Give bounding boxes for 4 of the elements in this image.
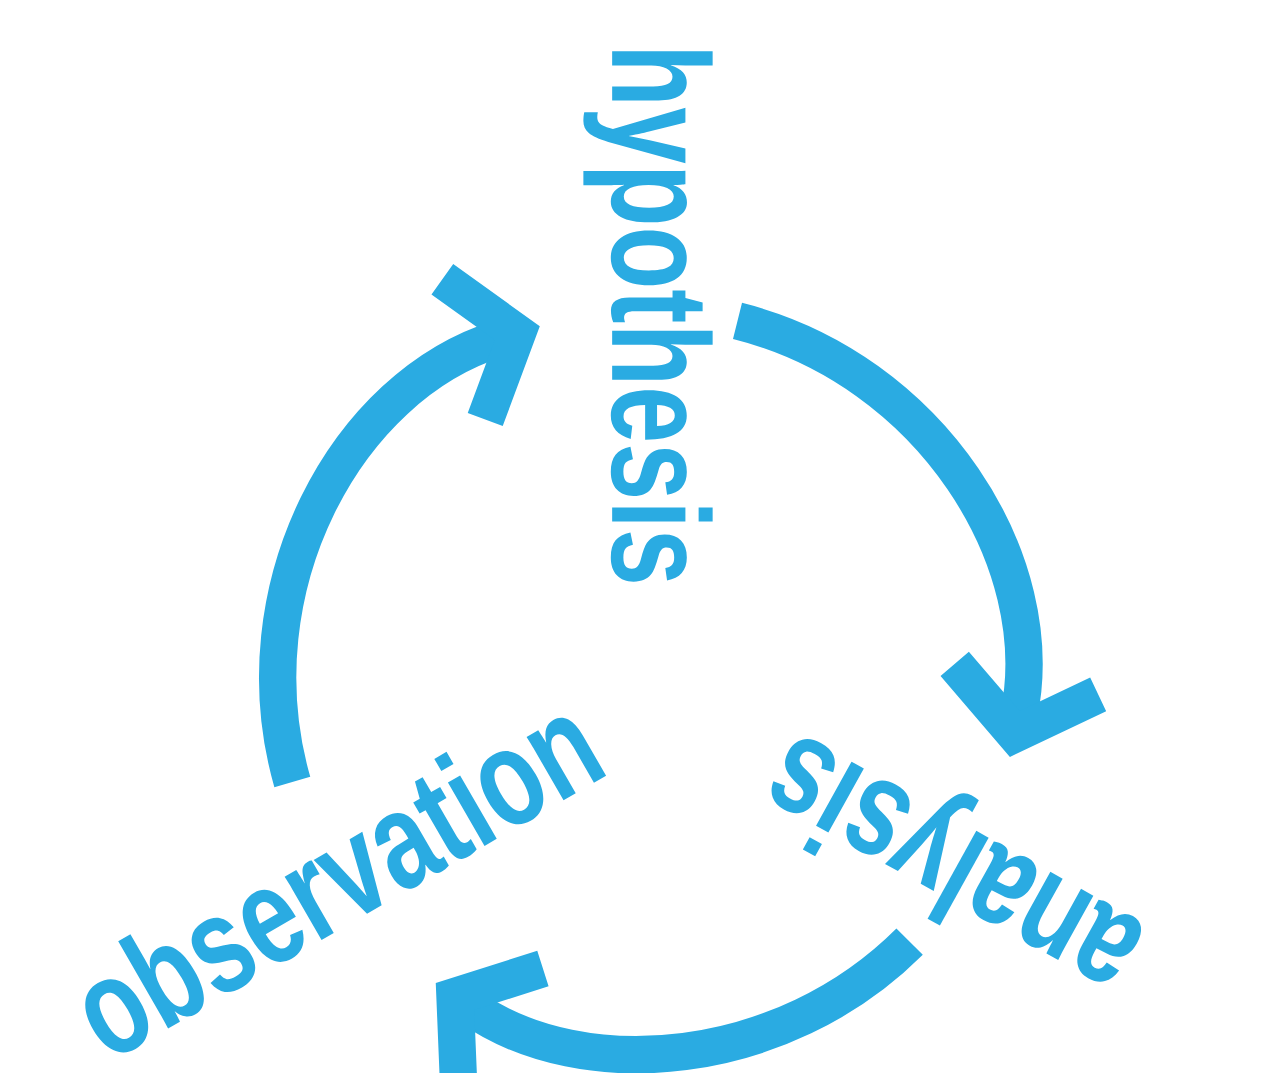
cycle-word: hypothesis bbox=[583, 51, 713, 582]
curved-arrow bbox=[435, 927, 922, 1073]
curved-arrow bbox=[259, 264, 540, 786]
curved-arrow bbox=[731, 303, 1107, 757]
